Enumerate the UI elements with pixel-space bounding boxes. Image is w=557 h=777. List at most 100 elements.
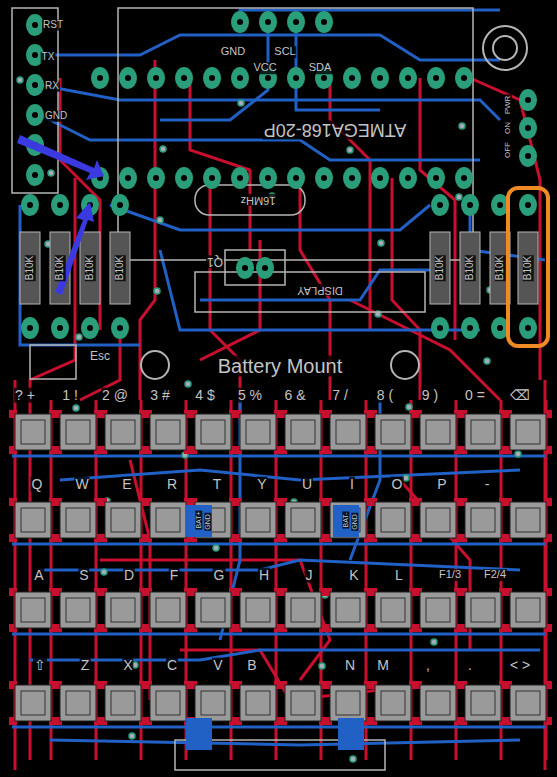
key-switch (144, 681, 192, 725)
bottom-trace (12, 726, 545, 729)
key-switch (369, 588, 417, 632)
battery-contact (186, 718, 212, 750)
key-switch (99, 588, 147, 632)
via (101, 569, 107, 575)
key-switch (99, 681, 147, 725)
silkscreen-label: D (123, 568, 135, 583)
pad (21, 317, 39, 339)
via (350, 756, 356, 762)
switch-plunger (156, 420, 180, 444)
silkscreen-label: N (344, 658, 356, 673)
drill-hole (32, 112, 38, 118)
pad (111, 317, 129, 339)
key-switch (234, 681, 282, 725)
drill-hole (433, 175, 439, 181)
pad (51, 194, 69, 216)
switch-plunger (111, 420, 135, 444)
mount-hole (391, 351, 419, 379)
drill-hole (377, 175, 383, 181)
switch-plunger (471, 508, 495, 532)
pad (81, 317, 99, 339)
bottom-trace (20, 205, 140, 345)
switch-plunger (381, 691, 405, 715)
key-switch (54, 681, 102, 725)
pad (519, 145, 537, 167)
pad (91, 67, 109, 89)
key-switch (459, 410, 507, 454)
chip-outline (118, 8, 473, 260)
silkscreen-label: R (166, 477, 178, 492)
switch-plunger (246, 691, 270, 715)
silkscreen-label: Z (80, 658, 91, 673)
switch-body (15, 592, 51, 628)
silkscreen-label: P (436, 477, 447, 492)
key-switch (414, 410, 462, 454)
switch-plunger (21, 598, 45, 622)
silkscreen-label: ? + (14, 388, 36, 403)
switch-plunger (426, 420, 450, 444)
battery-contact (338, 718, 364, 750)
drill-hole (57, 202, 63, 208)
silkscreen-label: Esc (89, 350, 111, 363)
key-switch (54, 588, 102, 632)
key-switch (234, 588, 282, 632)
switch-plunger (471, 691, 495, 715)
silkscreen-label: B10K (55, 255, 66, 281)
drill-hole (87, 325, 93, 331)
via (160, 146, 166, 152)
key-switch (459, 588, 507, 632)
trace-layer (12, 10, 546, 770)
via (403, 475, 409, 481)
switch-plunger (21, 420, 45, 444)
switch-plunger (201, 420, 225, 444)
bottom-trace (40, 35, 500, 60)
drill-hole (497, 325, 503, 331)
top-trace (470, 78, 540, 380)
drill-hole (181, 175, 187, 181)
silkscreen-label: J (305, 568, 314, 583)
drill-hole (497, 202, 503, 208)
key-switch (369, 410, 417, 454)
switch-body (285, 592, 321, 628)
silkscreen-label: K (348, 568, 359, 583)
pad (371, 167, 389, 189)
pad (427, 67, 445, 89)
switch-plunger (66, 691, 90, 715)
drill-hole (153, 75, 159, 81)
resistor-body (80, 232, 100, 304)
switch-plunger (111, 691, 135, 715)
key-switch (9, 588, 57, 632)
switch-plunger (471, 598, 495, 622)
switch-body (105, 414, 141, 450)
silkscreen-label: E (121, 477, 132, 492)
switch-body (465, 685, 501, 721)
mount-hole (141, 351, 169, 379)
key-switch (279, 498, 327, 542)
switch-plunger (66, 508, 90, 532)
silkscreen-label: B10K (435, 255, 446, 281)
silkscreen-label: F1/3 (438, 569, 462, 581)
transistor-outline (225, 250, 285, 285)
drill-hole (349, 175, 355, 181)
switch-plunger (336, 420, 360, 444)
silkscreen-label: GND (220, 46, 246, 58)
via (484, 358, 490, 364)
switch-plunger (156, 598, 180, 622)
pad (147, 167, 165, 189)
via (459, 123, 465, 129)
pad (519, 117, 537, 139)
switch-plunger (426, 598, 450, 622)
switch-plunger (426, 508, 450, 532)
pad (519, 194, 537, 216)
pad (343, 167, 361, 189)
silkscreen-label: B10K (465, 255, 476, 281)
silkscreen-label: S (78, 568, 89, 583)
drill-hole (349, 75, 355, 81)
pad (461, 194, 479, 216)
bottom-trace (12, 633, 545, 636)
drill-hole (153, 175, 159, 181)
silkscreen-label: GND (204, 513, 211, 531)
switch-plunger (66, 598, 90, 622)
switch-plunger (516, 508, 540, 532)
drill-hole (437, 202, 443, 208)
